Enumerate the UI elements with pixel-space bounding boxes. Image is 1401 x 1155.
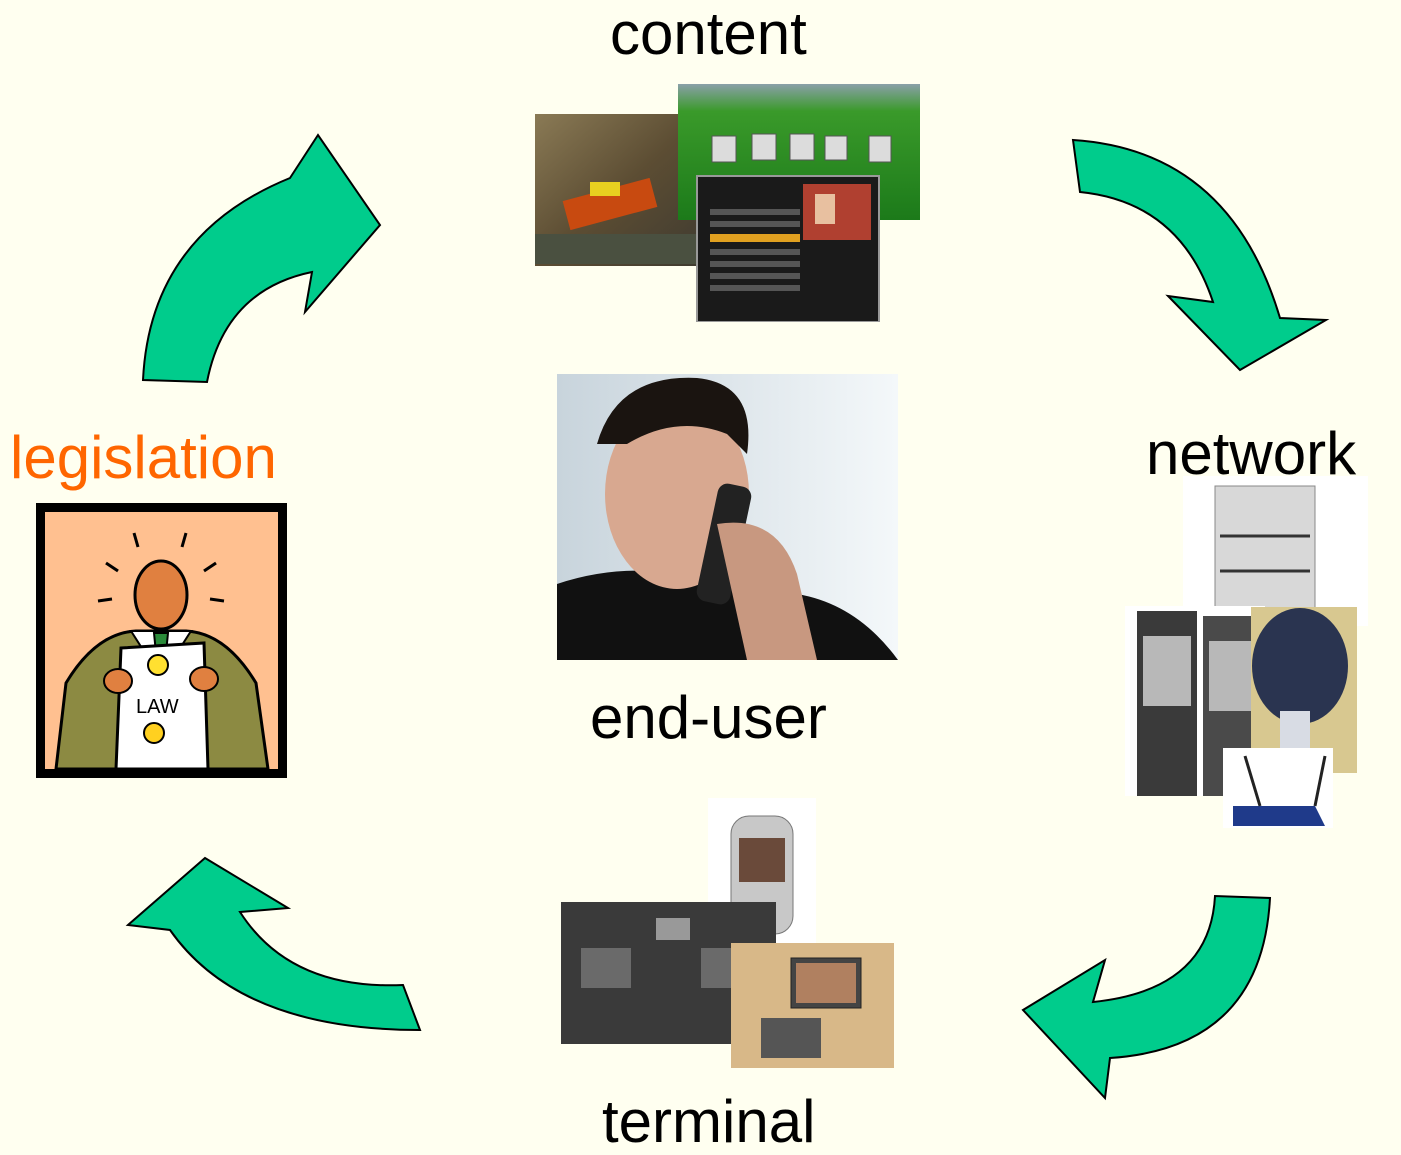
legislation-label: legislation <box>10 424 277 491</box>
arrow-legislation-to-content <box>141 133 382 384</box>
terminal-label: terminal <box>602 1088 816 1155</box>
arrow-network-to-terminal <box>1021 894 1272 1101</box>
arrow-terminal-to-legislation <box>125 856 422 1032</box>
network-image-collage <box>1125 476 1368 856</box>
end-user-label: end-user <box>590 684 827 751</box>
law-sign-text: LAW <box>136 696 179 718</box>
legislation-clipart: LAW <box>36 503 287 778</box>
content-image-collage <box>535 84 920 322</box>
end-user-photo <box>557 374 898 660</box>
terminal-image-collage <box>561 798 894 1068</box>
content-label: content <box>610 0 807 67</box>
arrow-content-to-network <box>1071 138 1330 372</box>
network-label: network <box>1146 420 1357 487</box>
